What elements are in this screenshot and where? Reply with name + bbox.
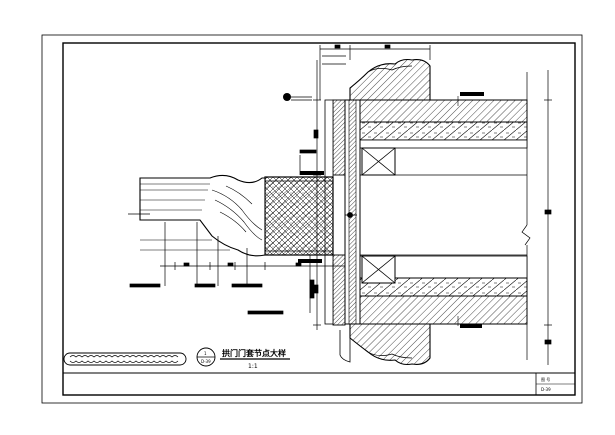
top-architrave (349, 58, 431, 101)
drawing-number-label: 图 号 (541, 376, 550, 382)
door-edge-moulding (128, 174, 266, 257)
bottom-dimension (160, 262, 345, 270)
detail-title: 1 D-39 拱门门套节点大样 1:1 (196, 347, 290, 370)
detail-title-text: 拱门门套节点大样 (222, 348, 286, 358)
detail-callout-number: 1 (204, 351, 207, 356)
inner-border (62, 42, 576, 396)
right-dimension (521, 70, 552, 365)
detail-scale: 1:1 (248, 363, 258, 370)
blocking-top (361, 147, 396, 176)
blocking-bottom (361, 255, 396, 284)
bottom-architrave (339, 323, 431, 366)
bottom-wall-section (359, 255, 528, 328)
outer-border (41, 34, 583, 404)
drawing-number: D-39 (541, 387, 551, 392)
section-marker-icon (283, 93, 312, 101)
edge-profile-sample (63, 352, 187, 366)
opening-lines (345, 174, 527, 256)
door-leaf (264, 171, 334, 263)
detail-callout-sheet: D-39 (201, 359, 211, 364)
top-dimension (319, 44, 431, 100)
title-block: 图 号 D-39 (63, 372, 575, 395)
leader-labels (129, 155, 315, 315)
top-wall-section (359, 92, 528, 149)
